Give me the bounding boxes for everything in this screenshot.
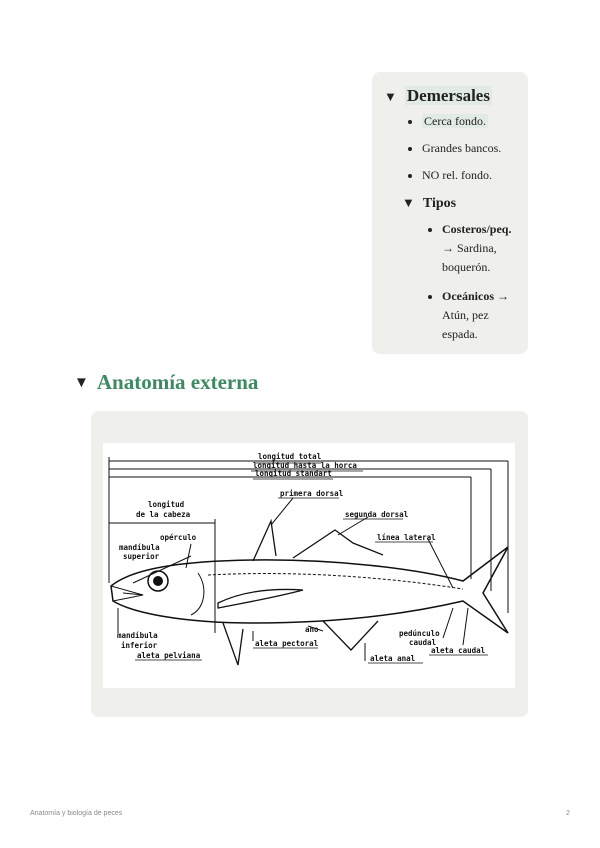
demersales-heading[interactable]: ▼ Demersales [384,86,528,106]
demersales-card: ▼ Demersales Cerca fondo. Grandes bancos.… [372,72,528,354]
label-aleta-pectoral: aleta pectoral [255,639,318,648]
demersales-title: Demersales [405,86,492,105]
list-item: Oceánicos → Atún, pez espada. [442,287,512,344]
label-longitud-cabeza-1: longitud [148,500,184,509]
label-aleta-caudal: aleta caudal [431,646,485,655]
label-linea-lateral: línea lateral [377,533,436,542]
toggle-triangle-icon[interactable]: ▼ [384,89,397,105]
fish-diagram: longitud total longitud hasta la horca l… [103,443,515,688]
label-mandibula-inferior-1: mandíbula [117,631,158,640]
label-mandibula-superior-1: mandíbula [119,543,160,552]
label-longitud-total: longitud total [258,452,321,461]
label-segunda-dorsal: segunda dorsal [345,510,408,519]
list-item: Costeros/peq. → Sardina, boquerón. [442,220,512,277]
demersales-list: Cerca fondo. Grandes bancos. NO rel. fon… [372,114,528,183]
section-heading[interactable]: ▼ Anatomía externa [74,370,258,395]
label-mandibula-inferior-2: inferior [121,641,158,650]
list-item: Grandes bancos. [422,141,528,156]
footer-title: Anatomía y biología de peces [30,810,122,817]
tipos-list: Costeros/peq. → Sardina, boquerón. Oceán… [372,220,528,344]
fish-diagram-svg: longitud total longitud hasta la horca l… [103,443,515,688]
label-longitud-standart: longitud standart [255,469,332,478]
label-ano: ano [305,625,319,634]
section-title: Anatomía externa [97,370,259,394]
label-primera-dorsal: primera dorsal [280,489,343,498]
label-mandibula-superior-2: superior [123,552,160,561]
list-item: Cerca fondo. [422,114,528,129]
tipos-title: Tipos [423,196,456,211]
anatomy-card: longitud total longitud hasta la horca l… [91,411,528,717]
label-longitud-cabeza-2: de la cabeza [136,510,191,519]
label-pedunculo-1: pedúnculo [399,629,440,638]
page-number: 2 [566,810,570,817]
label-aleta-anal: aleta anal [370,654,415,663]
list-item: NO rel. fondo. [422,168,528,183]
toggle-triangle-icon[interactable]: ▼ [402,195,415,211]
toggle-triangle-icon[interactable]: ▼ [74,375,89,392]
label-aleta-pelviana: aleta pelviana [137,651,201,660]
label-operculo: opérculo [160,533,197,542]
tipos-heading[interactable]: ▼ Tipos [402,195,528,212]
